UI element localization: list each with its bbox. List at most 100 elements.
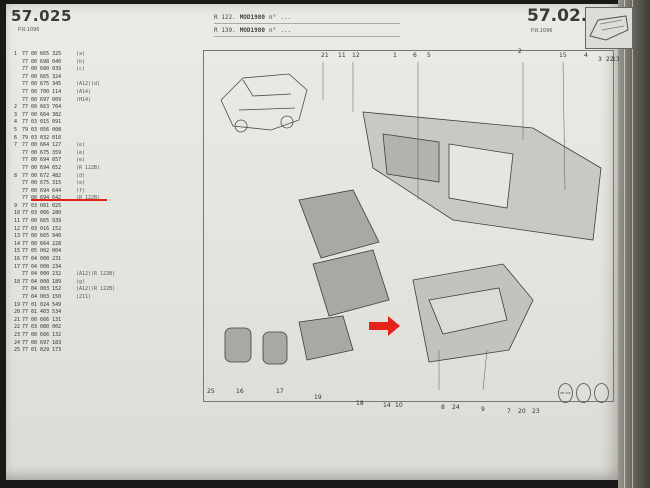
exploded-parts-diagram: [220, 61, 602, 391]
parts-idx: 23: [14, 331, 21, 338]
page-stack-edge: [618, 0, 650, 488]
parts-idx: 7: [14, 142, 18, 149]
parts-ref: 77 00 675 315: [22, 180, 62, 187]
parts-idx: 10: [14, 210, 21, 217]
parts-note: (H14): [76, 96, 92, 103]
callout-label: 25: [207, 388, 215, 395]
model-range: MOD1980: [239, 26, 265, 34]
callout-label: 18: [356, 400, 364, 407]
parts-idx: [14, 294, 22, 302]
parts-idx: 4: [14, 119, 18, 126]
parts-list-row: 77 04 000 232 (A12)(R 122B): [14, 271, 144, 279]
parts-idx: [14, 286, 22, 294]
parts-idx: 19: [14, 301, 21, 308]
diagram-dashboard-shell: [362, 111, 602, 241]
parts-ref: 77 00 700 114: [22, 88, 62, 95]
parts-ref: 77 03 015 091: [22, 119, 62, 126]
callout-label: 13: [612, 56, 620, 63]
parts-list-row: 4 77 03 015 091: [14, 119, 144, 127]
parts-ref: 77 00 675 359: [22, 149, 62, 156]
parts-list-row: 77 04 003 152 (A12)(R 122B): [14, 286, 144, 294]
parts-idx: [14, 180, 22, 188]
callout-label: 22: [606, 56, 614, 63]
parts-note: (f): [76, 187, 86, 194]
parts-idx: [14, 66, 22, 74]
parts-note: (e): [76, 142, 86, 149]
parts-note: (d): [76, 172, 86, 179]
parts-ref: 77 00 697 183: [22, 339, 62, 346]
model-dots: ...: [280, 13, 292, 21]
parts-idx: 8: [14, 172, 18, 179]
parts-ref: 77 00 664 382: [22, 111, 62, 118]
parts-ref: 77 05 002 004: [22, 248, 62, 255]
parts-list-row: 77 00 675 315 (e): [14, 180, 144, 188]
page-number-right: 57.02.5: [527, 6, 600, 26]
legend-symbols: PR 102: [558, 383, 612, 405]
parts-list-row: 77 00 694 642(R 122B): [14, 195, 144, 203]
parts-idx: 1: [14, 51, 18, 57]
parts-ref: 77 01 403 534: [22, 309, 62, 316]
parts-ref: 77 04 000 234: [22, 263, 62, 270]
parts-ref: 77 00 666 131: [22, 316, 62, 323]
highlight-underline: [31, 199, 107, 201]
parts-ref: 77 01 029 173: [22, 347, 62, 354]
parts-ref: 77 03 080 002: [22, 324, 62, 331]
parts-ref: 77 00 665 324: [22, 73, 62, 80]
parts-idx: [14, 195, 22, 203]
parts-ref: 77 00 675 345: [22, 81, 62, 88]
parts-list-row: 77 00 675 359(e): [14, 150, 144, 158]
callout-label: 11: [338, 52, 346, 59]
parts-note: (e): [76, 180, 86, 187]
parts-note: (A12)(d): [76, 81, 101, 88]
model-arrow: n°: [268, 26, 277, 34]
parts-idx: 20: [14, 309, 21, 316]
parts-list-row: 77 00 665 324: [14, 74, 144, 82]
parts-ref: 77 00 664 228: [22, 240, 62, 247]
catalog-page: [6, 4, 620, 480]
parts-list-row: 77 00 700 114(A14): [14, 89, 144, 97]
parts-note: (A12)(R 122B): [76, 286, 116, 293]
model-header-table: R 122. MOD1980 n° ... R 139. MOD1980 n° …: [214, 11, 400, 37]
parts-idx: 12: [14, 225, 21, 232]
parts-idx: 13: [14, 233, 21, 240]
parts-idx: [14, 271, 22, 279]
parts-note: (R 122B): [76, 195, 100, 203]
parts-ref: 77 04 000 232: [22, 271, 62, 278]
parts-ref: 77 00 672 482: [22, 172, 62, 179]
parts-ref: 77 00 665 940: [22, 233, 62, 240]
model-dots: ...: [280, 26, 292, 34]
callout-label: 20: [518, 408, 526, 415]
parts-ref: 77 03 081 025: [22, 202, 62, 209]
parts-note: (A12)(R 122B): [76, 271, 116, 278]
callout-label: 7: [507, 408, 511, 415]
parts-list-row: 77 00 694 657(e): [14, 157, 144, 165]
parts-ref: 77 04 003 152: [22, 286, 62, 293]
parts-ref: 79 03 032 010: [22, 134, 62, 141]
parts-ref: 77 00 694 657: [22, 157, 62, 164]
parts-ref: 77 04 003 150: [22, 294, 62, 300]
parts-idx: [14, 150, 22, 158]
callout-label: 1: [393, 52, 397, 59]
parts-ref: 77 00 694 644: [22, 187, 62, 194]
parts-idx: [14, 157, 22, 165]
parts-ref: 77 03 016 152: [22, 225, 62, 232]
parts-idx: 25: [14, 347, 21, 354]
parts-idx: [14, 81, 22, 89]
parts-idx: [14, 97, 22, 105]
parts-ref: 77 00 665 939: [22, 218, 62, 225]
model-range: MOD1980: [239, 13, 265, 21]
parts-idx: 17: [14, 263, 21, 270]
callout-label: 10: [395, 402, 403, 409]
parts-list-row: 77 00 680 039(c): [14, 66, 144, 74]
diagram-leader-lines: [322, 61, 566, 391]
